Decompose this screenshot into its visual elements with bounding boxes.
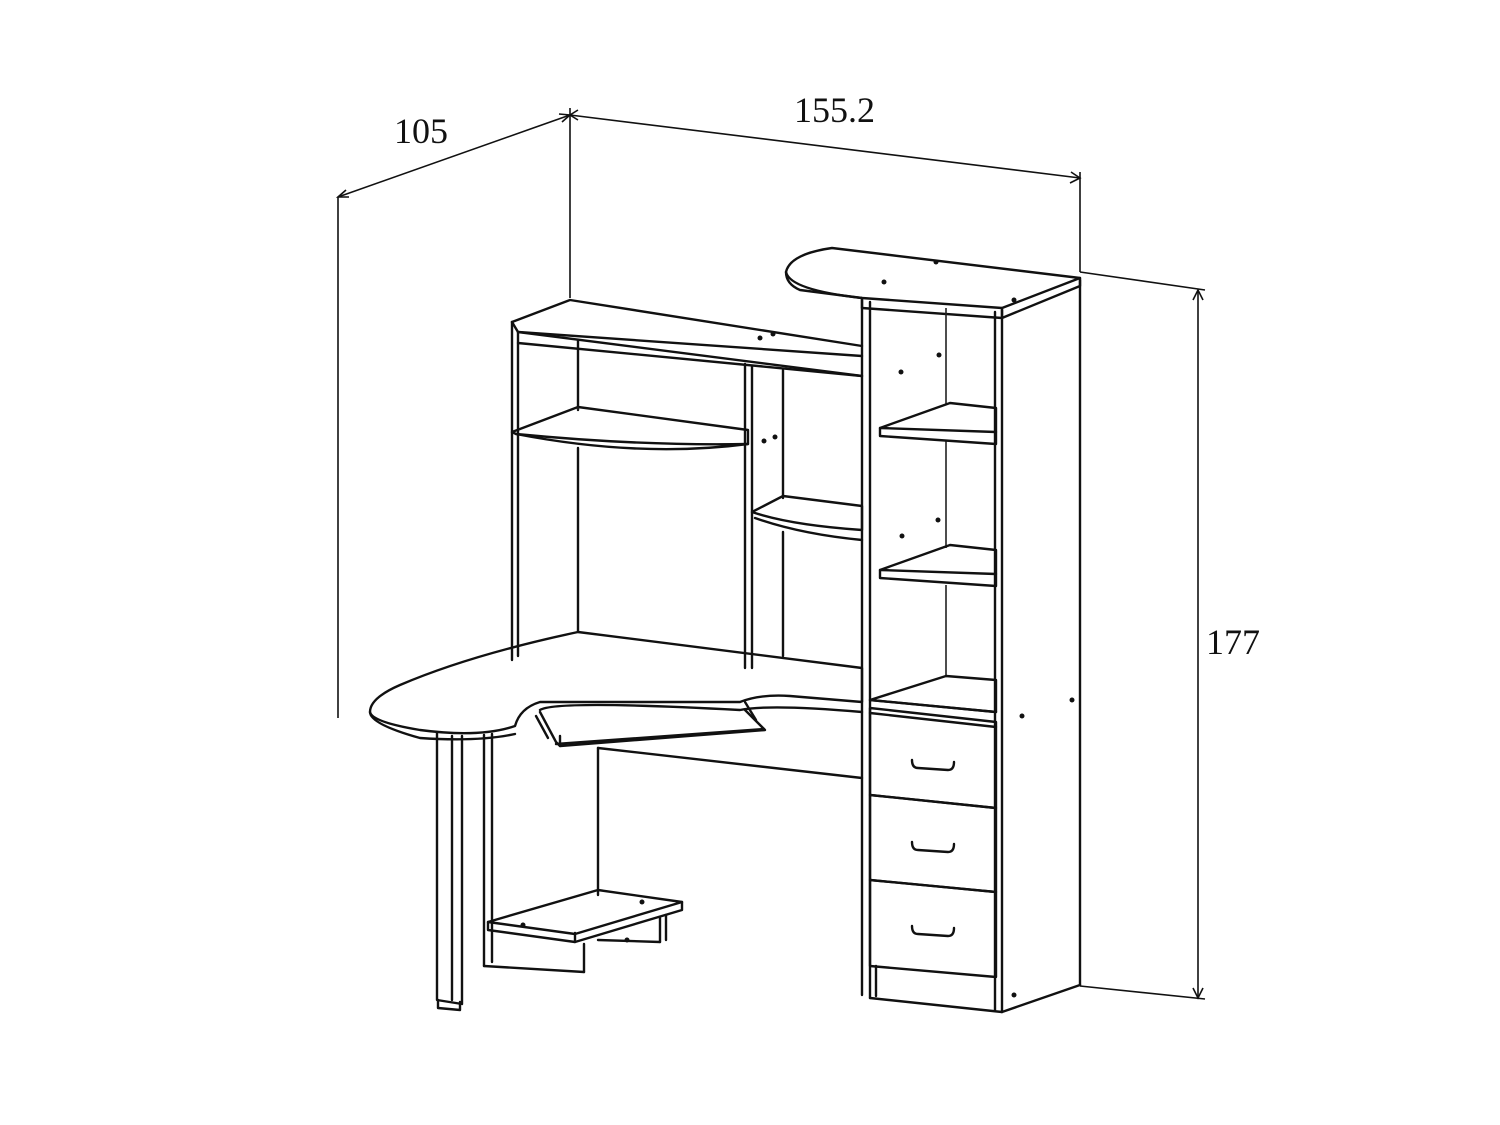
depth-label: 105 (394, 111, 448, 151)
drawer-middle (868, 793, 998, 894)
handle-icon (910, 924, 956, 938)
under-desk-shelf (482, 732, 684, 974)
bottom-height-extension (1079, 985, 1206, 1000)
top-height-extension (1079, 271, 1206, 291)
depth-dimension-line (337, 114, 571, 198)
handle-icon (910, 840, 956, 854)
bookcase-tower (784, 246, 1082, 1014)
width-dimension-line (569, 114, 1081, 179)
screw-holes (520, 259, 1075, 998)
desk-top (368, 630, 864, 897)
hutch (510, 298, 864, 670)
desk-leg (435, 731, 464, 1012)
height-label: 177 (1206, 622, 1260, 662)
handle-icon (910, 758, 956, 772)
drawer-top (868, 706, 998, 810)
drawer-bottom (868, 878, 998, 979)
width-label: 155.2 (794, 90, 875, 130)
dimension-lines (335, 108, 1206, 1000)
